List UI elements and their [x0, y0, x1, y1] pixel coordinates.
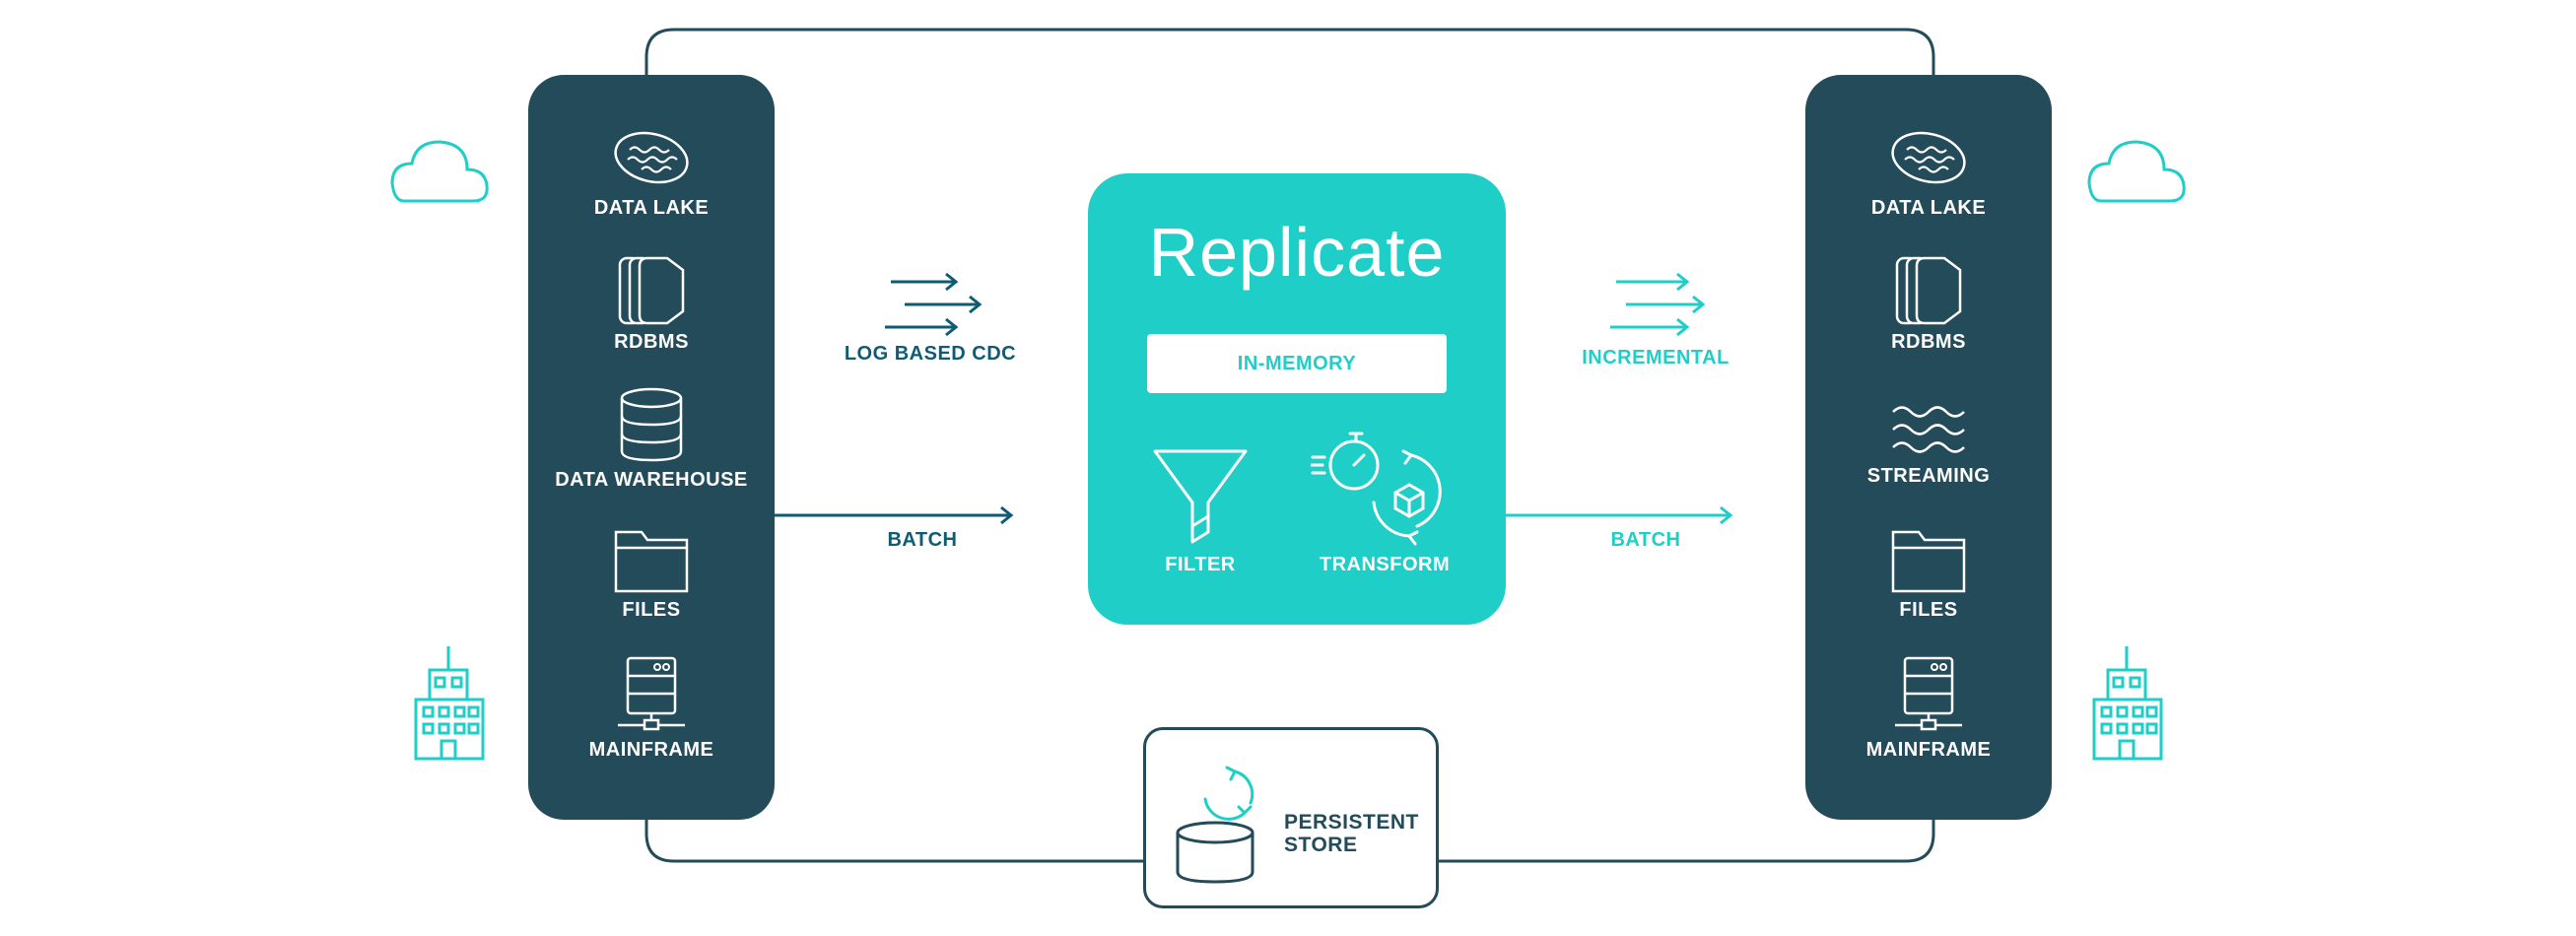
target-label: MAINFRAME — [1865, 739, 1992, 761]
source-label: MAINFRAME — [588, 739, 714, 761]
target-item-streaming: STREAMING — [1805, 390, 2052, 508]
target-item-files: FILES — [1805, 522, 2052, 640]
source-label: FILES — [622, 599, 681, 621]
target-label: FILES — [1899, 599, 1958, 621]
target-item-mainframe: MAINFRAME — [1805, 654, 2052, 772]
source-item-data-warehouse: DATA WAREHOUSE — [528, 386, 775, 504]
rdbms-icon — [618, 256, 685, 325]
source-item-data-lake: DATA LAKE — [528, 126, 775, 244]
in-memory-label: IN-MEMORY — [1237, 353, 1357, 374]
source-label: DATA LAKE — [593, 197, 710, 219]
batch-in-label: BATCH — [887, 529, 958, 551]
target-item-data-lake: DATA LAKE — [1805, 126, 2052, 244]
filter-icon — [1153, 449, 1248, 544]
cdc-label: LOG BASED CDC — [844, 343, 1017, 365]
target-panel: DATA LAKE RDBMS STREAMING FILES — [1805, 75, 2052, 820]
target-label: STREAMING — [1866, 465, 1991, 487]
folder-icon — [614, 530, 689, 593]
source-label: RDBMS — [614, 331, 689, 353]
batch-in-arrow — [775, 505, 1014, 525]
cdc-arrows-icon — [885, 272, 983, 337]
top-loop-connector — [644, 28, 1935, 75]
data-lake-icon — [614, 131, 689, 184]
data-lake-icon — [1891, 131, 1966, 184]
mainframe-icon — [618, 656, 685, 731]
persistent-store-icon — [1176, 766, 1254, 884]
replicate-engine: Replicate IN-MEMORY FILTER TRANSFORM — [1088, 173, 1506, 625]
source-label: DATA WAREHOUSE — [555, 469, 748, 491]
persistent-store: PERSISTENT STORE — [1143, 727, 1439, 908]
target-label: DATA LAKE — [1870, 197, 1987, 219]
source-item-mainframe: MAINFRAME — [528, 654, 775, 772]
source-panel: DATA LAKE RDBMS DATA WAREHOUSE — [528, 75, 775, 820]
bottom-loop-right-connector — [1439, 820, 1935, 863]
persistent-store-label: PERSISTENT STORE — [1284, 811, 1419, 856]
streaming-icon — [1892, 406, 1965, 453]
cloud-icon — [2087, 140, 2186, 203]
transform-icon — [1311, 432, 1442, 546]
batch-out-arrow — [1506, 505, 1733, 525]
in-memory-badge: IN-MEMORY — [1147, 334, 1447, 393]
source-item-rdbms: RDBMS — [528, 252, 775, 370]
cloud-icon — [390, 140, 489, 203]
mainframe-icon — [1895, 656, 1962, 731]
filter-label: FILTER — [1165, 554, 1236, 575]
transform-label: TRANSFORM — [1319, 554, 1451, 575]
folder-icon — [1891, 530, 1966, 593]
batch-out-label: BATCH — [1610, 529, 1681, 551]
database-icon — [620, 387, 683, 462]
incremental-arrows-icon — [1610, 272, 1706, 337]
incremental-label: INCREMENTAL — [1582, 347, 1729, 368]
building-icon — [2092, 646, 2163, 761]
source-item-files: FILES — [528, 522, 775, 640]
engine-title: Replicate — [1148, 214, 1446, 291]
target-item-rdbms: RDBMS — [1805, 252, 2052, 370]
rdbms-icon — [1895, 256, 1962, 325]
bottom-loop-left-connector — [644, 820, 1143, 863]
target-label: RDBMS — [1891, 331, 1966, 353]
building-icon — [414, 646, 485, 761]
